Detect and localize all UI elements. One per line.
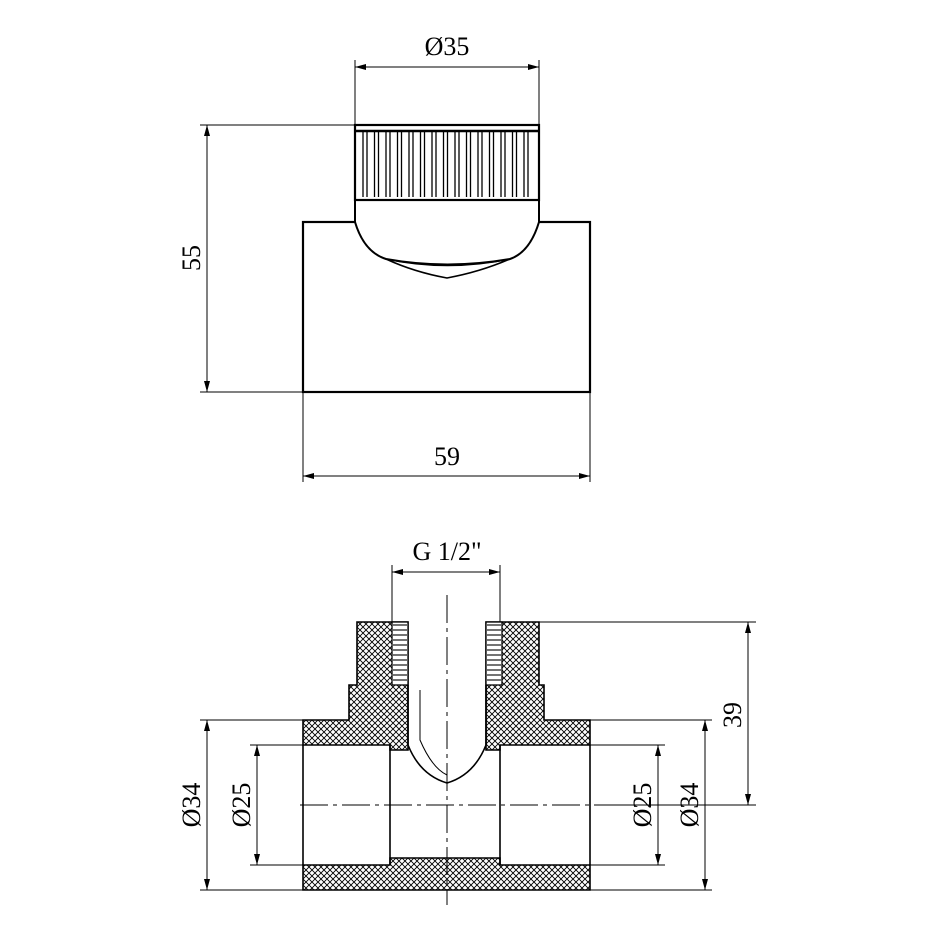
knurl-lines — [362, 131, 529, 197]
dim-thread: G 1/2" — [412, 537, 481, 566]
dim-inner-right: Ø25 — [628, 783, 657, 828]
branch-bore-inner — [419, 690, 448, 776]
dim-width: 59 — [434, 442, 460, 471]
thread-lines — [393, 624, 501, 681]
top-view: Ø35 55 59 — [177, 32, 592, 482]
dim-outer-right: Ø34 — [675, 783, 704, 828]
thread-band-right — [485, 621, 503, 686]
nut-shoulder — [354, 199, 540, 266]
dim-outer-left: Ø34 — [177, 783, 206, 828]
shoulder-curve — [385, 258, 511, 279]
knurled-nut — [353, 123, 541, 202]
dim-inner-left: Ø25 — [227, 783, 256, 828]
dim-height: 55 — [177, 245, 206, 271]
dim-branch-height: 39 — [718, 702, 747, 728]
section-view: G 1/2" 39 Ø34 Ø25 Ø25 Ø34 — [177, 537, 756, 905]
dim-nut-diameter: Ø35 — [425, 32, 470, 61]
thread-band-left — [391, 621, 409, 686]
